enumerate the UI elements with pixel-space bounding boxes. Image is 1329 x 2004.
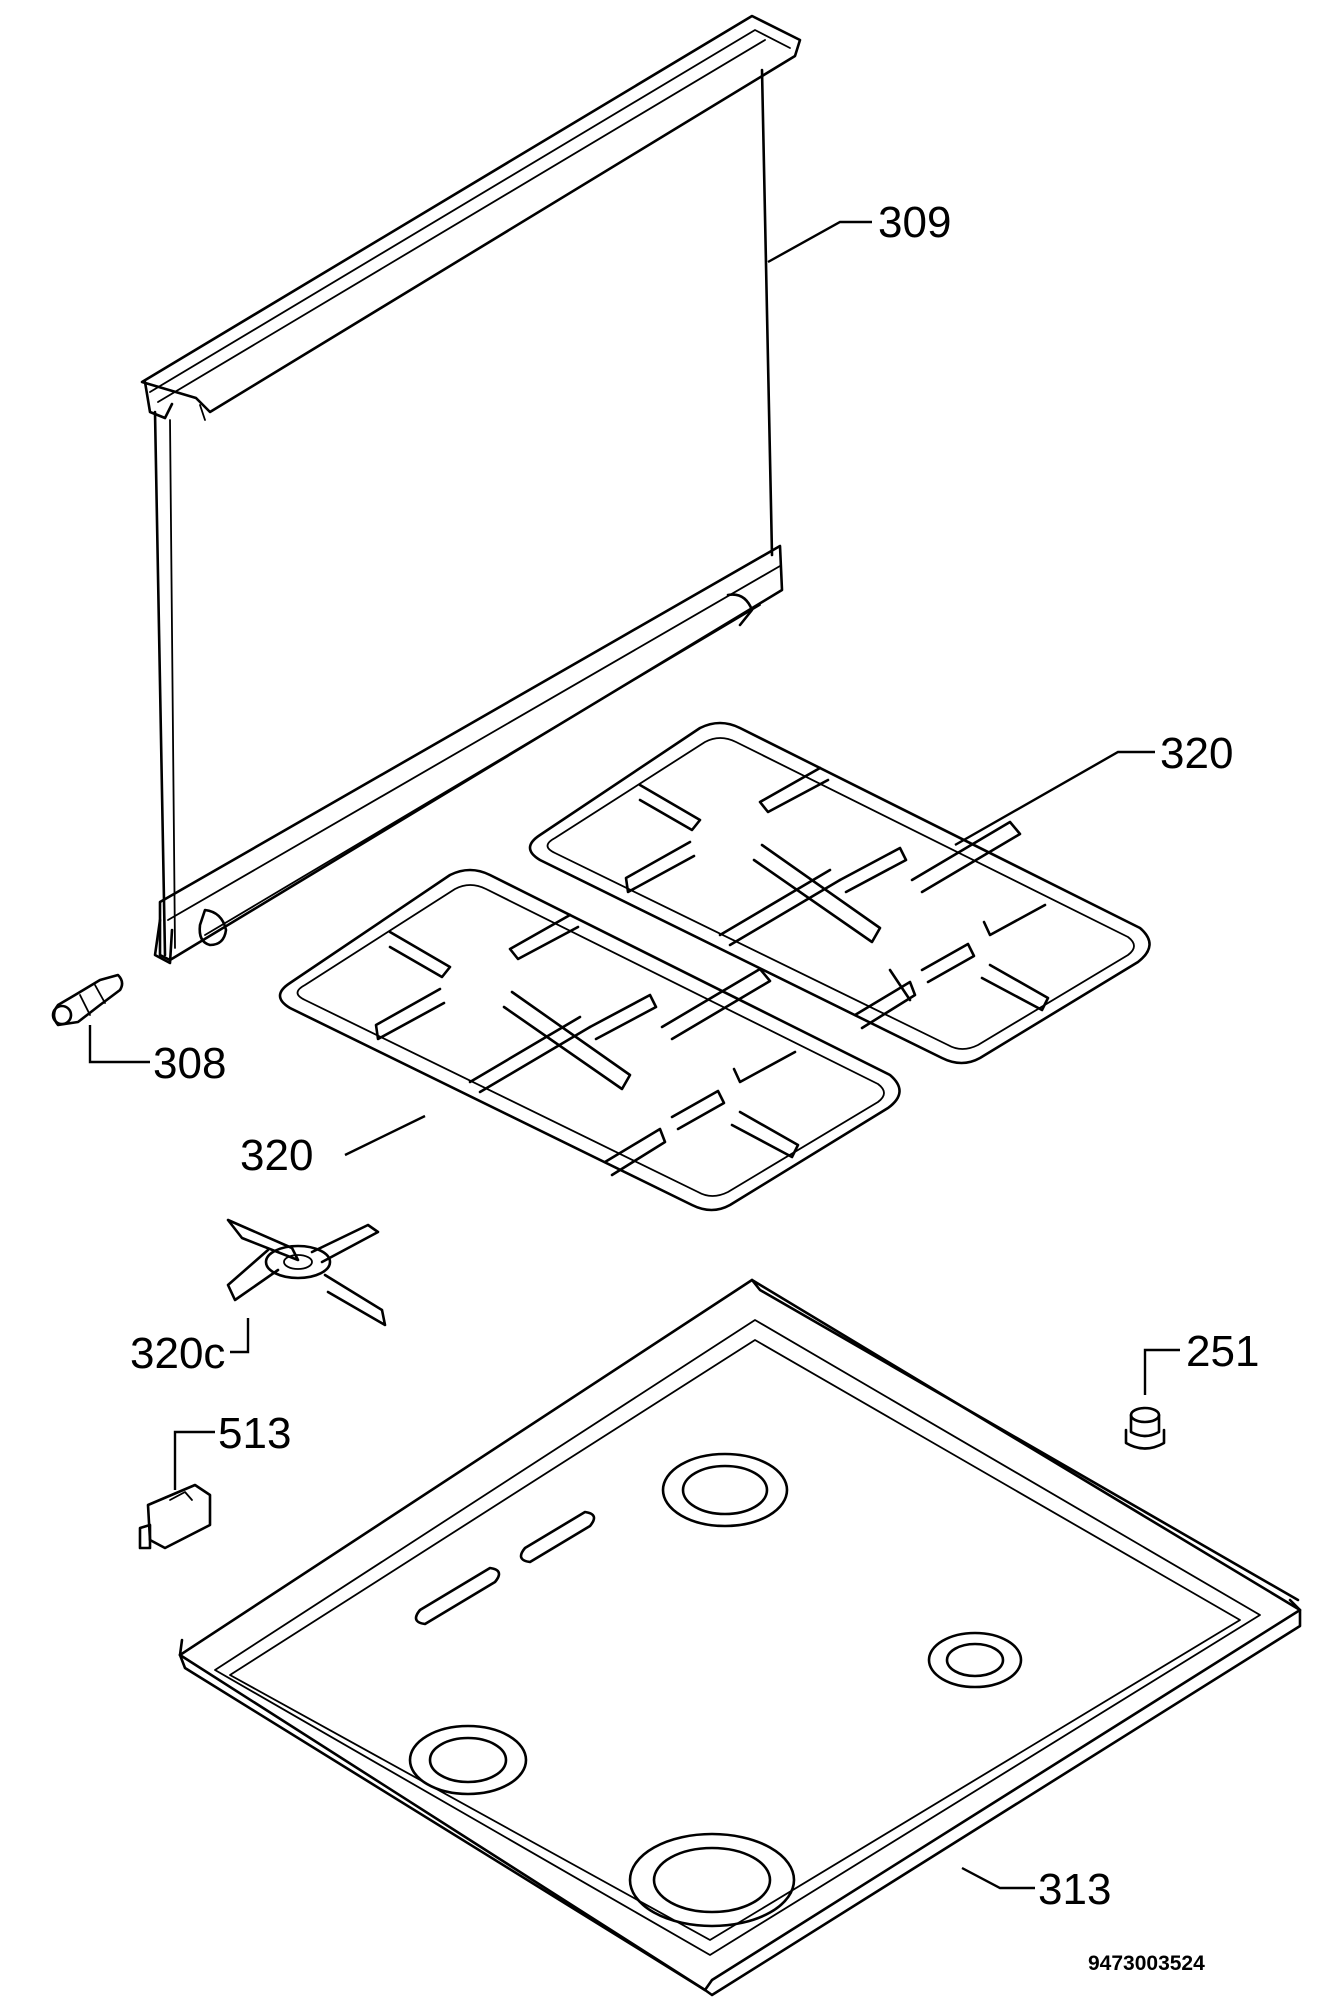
glass-lid-309 <box>140 14 802 965</box>
callout-label-320c: 320c <box>130 1329 225 1378</box>
pan-support-rear-320 <box>528 721 1151 1065</box>
pan-support-front-320 <box>278 868 901 1212</box>
callout-label-308: 308 <box>153 1039 226 1088</box>
wok-support-320c <box>226 1218 387 1327</box>
callout-label-309: 309 <box>878 198 951 247</box>
drawing-number: 9473003524 <box>1088 1952 1205 1975</box>
injector-308 <box>51 973 124 1027</box>
callout-320-rear: 320 <box>954 729 1233 847</box>
callout-251: 251 <box>1143 1327 1259 1395</box>
callout-label-313: 313 <box>1038 1865 1111 1914</box>
hob-top-313 <box>178 1278 1302 1997</box>
foot-251 <box>1124 1406 1166 1450</box>
callout-309: 309 <box>767 198 951 264</box>
callout-label-513: 513 <box>218 1409 291 1458</box>
callout-label-320-front: 320 <box>240 1131 313 1180</box>
callout-320-front: 320 <box>240 1114 426 1180</box>
callout-308: 308 <box>88 1025 226 1088</box>
clip-513 <box>138 1483 212 1550</box>
callout-label-320-rear: 320 <box>1160 729 1233 778</box>
callout-313: 313 <box>961 1865 1111 1914</box>
callout-label-251: 251 <box>1186 1327 1259 1376</box>
callout-513: 513 <box>173 1409 291 1490</box>
callout-320c: 320c <box>130 1318 250 1378</box>
